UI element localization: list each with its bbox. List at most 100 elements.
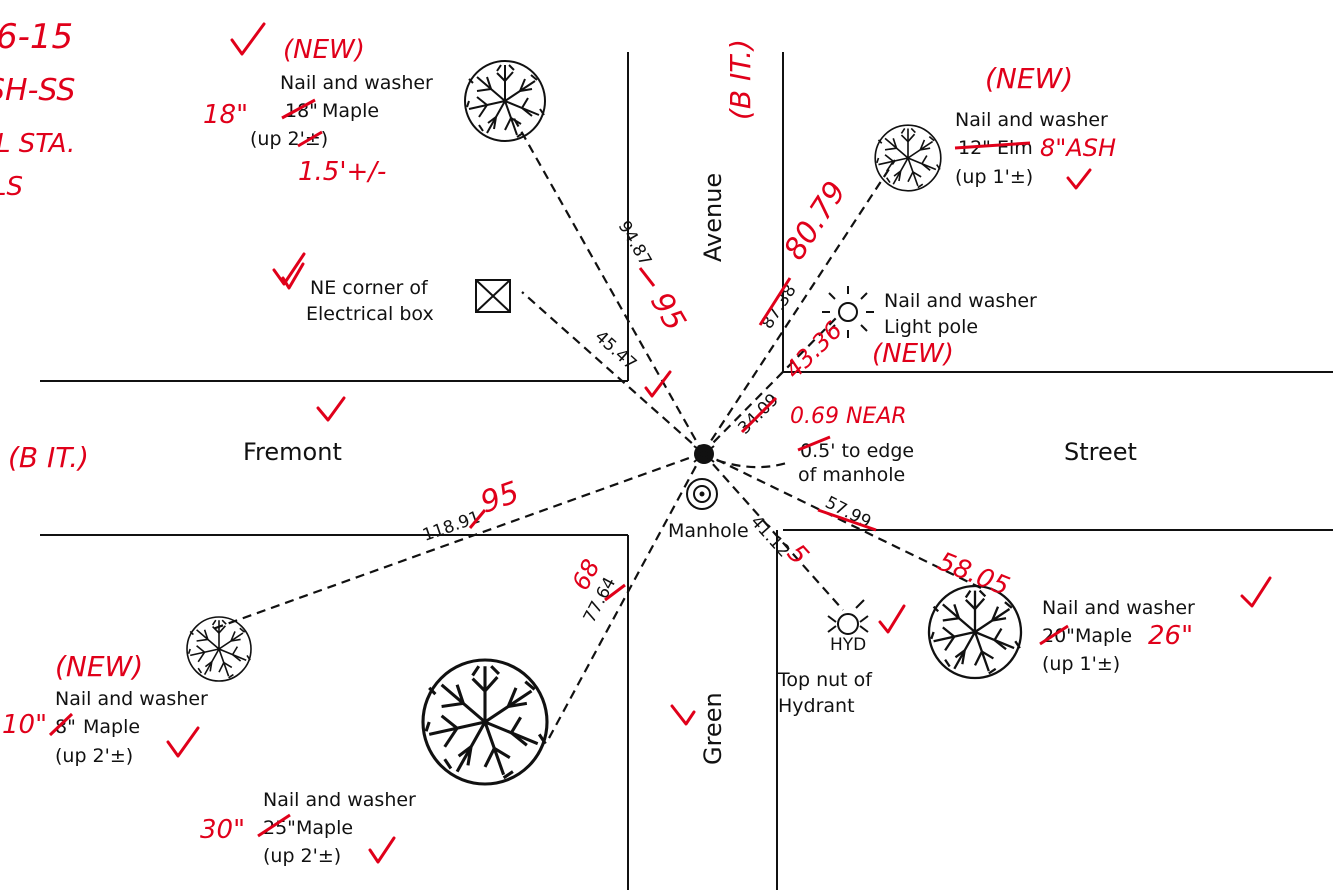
maple-nw-reference: Nail and washer 18" Maple (up 2'±) (NEW)…	[203, 22, 546, 187]
hydrant-check	[878, 604, 906, 634]
maple-sw-reference: (NEW) Nail and washer 10" 8" Maple (up 2…	[2, 616, 252, 767]
maple-nw-new-tag: (NEW)	[283, 35, 365, 65]
corner-note-4: LS	[0, 172, 23, 202]
maple-sw-line3: (up 2'±)	[55, 745, 133, 767]
maple-nw-height-strike	[297, 130, 323, 148]
electrical-box-line2: Electrical box	[306, 303, 434, 325]
corner-note-2: SH-SS	[0, 73, 75, 108]
maple-s-line1: Nail and washer	[263, 789, 416, 811]
distance-light-pole-new: 43.36	[779, 316, 847, 384]
manhole-edge-note-line2: of manhole	[798, 464, 905, 486]
electrical-box-check	[272, 252, 306, 286]
tie-line-light-pole	[702, 311, 843, 454]
distance-maple-nw-new: 95	[643, 287, 692, 338]
manhole-symbol	[686, 478, 718, 510]
road-edges	[40, 52, 1333, 890]
maple-nw-height-note: 1.5'+/-	[298, 157, 386, 187]
maple-se-reference: Nail and washer 20" Maple 26" (up 1'±)	[927, 576, 1272, 680]
hydrant-line1: Top nut of	[777, 669, 873, 691]
street-name-fremont: Fremont	[243, 438, 342, 466]
maple-nw-size-note: 18"	[203, 100, 248, 130]
distance-maple-nw-strike	[638, 267, 656, 287]
light-pole-icon	[822, 286, 874, 338]
maple-se-line1: Nail and washer	[1042, 597, 1195, 619]
light-pole-line1: Nail and washer	[884, 290, 1037, 312]
maple-sw-line1: Nail and washer	[55, 688, 208, 710]
elm-ne-line3: (up 1'±)	[955, 166, 1033, 188]
tie-line-maple-sw	[209, 451, 704, 632]
distance-maple-sw-old: 118.91	[420, 507, 483, 545]
maple-nw-line2-old: 18"	[285, 100, 318, 122]
elm-ne-strike	[954, 141, 1031, 150]
maple-s-check	[368, 836, 396, 864]
distance-electrical-box-check	[644, 370, 672, 398]
light-pole-new-tag: (NEW)	[872, 339, 954, 369]
distance-light-pole-strike	[740, 396, 778, 434]
distance-maple-se-new: 58.05	[933, 547, 1013, 603]
light-pole-line2: Light pole	[884, 316, 978, 338]
maple-s-line3: (up 2'±)	[263, 845, 341, 867]
corner-note-1: 6-15	[0, 17, 73, 57]
maple-sw-tree-icon	[186, 616, 252, 682]
tie-line-maple-nw	[511, 114, 704, 454]
maple-nw-extra-check	[281, 262, 305, 290]
electrical-box-reference: NE corner of Electrical box	[272, 252, 511, 325]
bt-label-left: (B IT.)	[8, 441, 89, 474]
elm-ne-new-tag: (NEW)	[985, 62, 1073, 95]
tie-line-maple-se	[702, 452, 986, 591]
maple-sw-size-note: 10"	[2, 710, 47, 740]
manhole-edge-note-line1: 0.5' to edge	[800, 440, 914, 462]
tie-line-elm-ne	[702, 159, 896, 454]
electrical-box-line1: NE corner of	[310, 277, 429, 299]
maple-nw-line1: Nail and washer	[280, 72, 433, 94]
maple-s-line2-rest: Maple	[296, 817, 353, 839]
distance-maple-nw-old: 94.87	[614, 218, 656, 270]
corner-note-3: L STA.	[0, 129, 75, 159]
maple-s-tree-icon	[421, 658, 549, 786]
elm-ne-check	[1066, 168, 1092, 190]
maple-s-reference: Nail and washer 30" 25" Maple (up 2'±)	[200, 658, 549, 867]
hydrant-icon	[827, 599, 869, 635]
tie-line-maple-s	[547, 452, 704, 741]
distance-maple-sw-strike	[468, 509, 487, 529]
distance-elm-ne-old: 87.38	[757, 281, 800, 333]
tie-lines	[209, 114, 986, 741]
maple-nw-size-strike	[281, 98, 316, 120]
tie-line-electrical-box	[521, 291, 704, 454]
maple-sw-new-tag: (NEW)	[55, 650, 143, 683]
maple-sw-line2-rest: Maple	[83, 716, 140, 738]
distance-electrical-box: 45.47	[591, 327, 641, 374]
maple-nw-line3: (up 2'±)	[250, 128, 328, 150]
maple-s-size-note: 30"	[200, 815, 245, 845]
elm-ne-tree-icon	[874, 124, 942, 192]
distance-maple-se-strike	[817, 508, 877, 532]
elm-ne-line2-old: 12" Elm	[958, 137, 1033, 159]
maple-se-strike	[1039, 624, 1069, 646]
distance-elm-ne-new: 80.79	[777, 175, 853, 266]
distance-maple-s-strike	[604, 583, 626, 602]
elm-ne-reference: (NEW) Nail and washer 12" Elm 8"ASH (up …	[874, 62, 1116, 192]
tie-line-manhole-edge	[702, 453, 791, 469]
fremont-check	[316, 396, 346, 422]
hydrant-symbol-label: HYD	[830, 635, 866, 655]
street-name-avenue: Avenue	[699, 173, 727, 262]
maple-sw-check	[166, 726, 200, 758]
light-pole-reference: Nail and washer Light pole (NEW)	[822, 286, 1037, 369]
tie-line-hydrant	[702, 452, 844, 611]
maple-nw-check	[230, 22, 266, 56]
maple-sw-line2-old: 8"	[55, 716, 76, 738]
maple-sw-strike	[48, 712, 74, 737]
maple-se-line2-rest: Maple	[1075, 625, 1132, 647]
maple-se-tree-icon	[927, 584, 1023, 680]
manhole-edge-corrected: 0.69 NEAR	[790, 404, 907, 429]
street-name-street: Street	[1064, 438, 1137, 466]
maple-se-size-note: 26"	[1148, 621, 1193, 651]
manhole-edge-strike	[797, 435, 831, 452]
corner-notes: 6-15 SH-SS L STA. LS	[0, 17, 75, 202]
hydrant-reference: HYD Top nut of Hydrant	[777, 599, 906, 717]
hydrant-line2: Hydrant	[778, 695, 855, 717]
maple-nw-tree-icon	[464, 60, 546, 142]
maple-s-line2-old: 25"	[263, 817, 296, 839]
center-point	[693, 444, 715, 464]
